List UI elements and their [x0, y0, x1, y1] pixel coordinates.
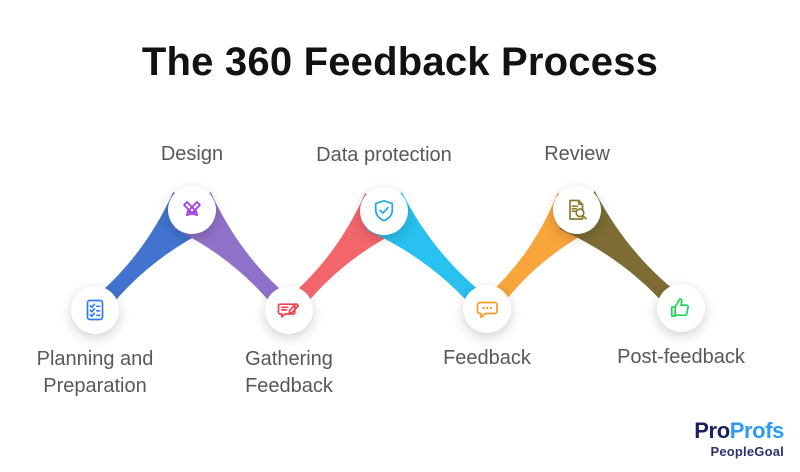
step-circle-post-feedback [657, 284, 705, 332]
step-circle-planning [71, 286, 119, 334]
step-circle-design [168, 186, 216, 234]
step-circle-data-protection [360, 187, 408, 235]
step-label-planning: Planning and Preparation [36, 348, 154, 397]
step-label-data-protection: Data protection [316, 144, 452, 166]
annotate-bubble-icon [277, 302, 300, 318]
logo-text-pro: Pro [694, 418, 730, 443]
step-circle-feedback [463, 285, 511, 333]
step-label-post-feedback: Post-feedback [617, 346, 745, 368]
checklist-icon [86, 299, 104, 321]
step-label-review: Review [544, 143, 610, 165]
step-label-design: Design [160, 143, 224, 165]
step-circle-review [553, 186, 601, 234]
logo-text-profs: Profs [729, 418, 785, 443]
logo-tagline: PeopleGoal [710, 444, 784, 459]
proprofs-logo: ProProfs PeopleGoal [694, 420, 784, 459]
step-circle-gathering [265, 286, 313, 334]
step-label-feedback: Feedback [443, 347, 531, 369]
shield-check-icon [374, 199, 394, 222]
step-label-gathering: Gathering Feedback [245, 348, 333, 397]
chat-dots-icon [476, 301, 498, 319]
document-search-icon [569, 199, 587, 220]
pencil-cross-icon [183, 201, 201, 217]
logo-wordmark: ProProfs [694, 420, 784, 442]
page-title: The 360 Feedback Process [141, 40, 659, 84]
thumbs-up-icon [670, 298, 689, 317]
